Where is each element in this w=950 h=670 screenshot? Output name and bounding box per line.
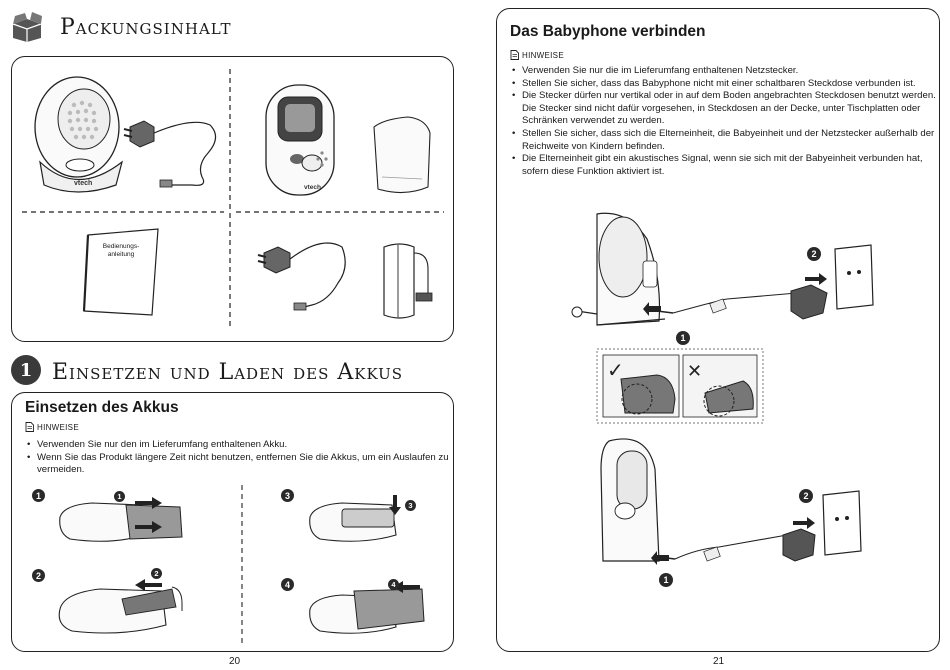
- parent-unit-side-image: [600, 438, 788, 565]
- callout-1: 1: [114, 491, 125, 502]
- note-item: Stellen Sie sicher, dass sich die Eltern…: [512, 128, 940, 153]
- section-title: Einsetzen und Laden des Akkus: [52, 360, 404, 385]
- svg-text:vtech: vtech: [304, 184, 321, 191]
- section-number: 1: [19, 359, 33, 381]
- note-item: Die Stecker dürfen nur vertikal oder in …: [512, 90, 940, 128]
- baby-unit-side-image: [571, 212, 798, 326]
- note-item: Wenn Sie das Produkt längere Zeit nicht …: [27, 452, 455, 477]
- incorrect-insertion-image: ✕: [682, 354, 758, 418]
- manual-label: Bedienungs- anleitung: [102, 243, 140, 258]
- note-item: Verwenden Sie nur die im Lieferumfang en…: [512, 65, 940, 78]
- note-icon: [510, 50, 519, 60]
- step-badge-2: 2: [32, 569, 45, 582]
- notes-list-left: Verwenden Sie nur den im Lieferumfang en…: [25, 439, 455, 477]
- wall-socket-image: [790, 244, 874, 320]
- step-4-image: [309, 581, 425, 634]
- step-3-image: [309, 495, 401, 542]
- page-title-left: Packungsinhalt: [60, 15, 232, 40]
- svg-text:✕: ✕: [687, 361, 702, 382]
- step-badge-4: 4: [281, 578, 294, 591]
- callout-top-2: 2: [807, 247, 821, 261]
- callout-bottom-1: 1: [659, 573, 673, 587]
- note-item: Die Elterneinheit gibt ein akustisches S…: [512, 153, 940, 178]
- battery-steps-illustration: [58, 495, 425, 634]
- battery-pack-image: [383, 243, 433, 319]
- user-manual-image: [82, 228, 159, 316]
- notes-label-right: HINWEISE: [510, 50, 564, 60]
- power-adapter-image: [123, 120, 217, 188]
- step-2-image: [58, 579, 183, 634]
- step-1-image: [59, 497, 183, 542]
- svg-text:vtech: vtech: [74, 180, 92, 187]
- page-number-left: 20: [229, 656, 241, 667]
- step-badge-3: 3: [281, 489, 294, 502]
- step-badge-1: 1: [32, 489, 45, 502]
- left-page: Packungsinhalt vtech: [0, 0, 475, 670]
- power-adapter-image-2: [257, 242, 346, 311]
- connection-illustration: ✓ ✕: [571, 212, 874, 565]
- callout-3: 3: [405, 500, 416, 511]
- correct-insertion-image: ✓: [602, 354, 680, 418]
- wall-socket-image-2: [782, 490, 862, 562]
- note-item: Verwenden Sie nur den im Lieferumfang en…: [27, 439, 455, 452]
- battery-subheading: Einsetzen des Akkus: [25, 399, 179, 416]
- page-number-right: 21: [713, 656, 725, 667]
- package-contents-illustration: vtech vte: [22, 69, 444, 329]
- battery-insert-panel: Einsetzen des Akkus HINWEISE Verwenden S…: [11, 392, 454, 652]
- callout-4: 4: [388, 579, 399, 590]
- baby-unit-image: vtech: [34, 76, 124, 193]
- parent-unit-image: vtech: [265, 84, 335, 196]
- note-icon: [25, 422, 34, 432]
- callout-2: 2: [151, 568, 162, 579]
- package-contents-panel: vtech vte: [11, 56, 454, 342]
- page-title-right: Das Babyphone verbinden: [510, 23, 706, 40]
- note-item: Stellen Sie sicher, dass das Babyphone n…: [512, 78, 940, 91]
- belt-clip-image: [373, 116, 431, 194]
- right-page-panel: Das Babyphone verbinden HINWEISE Verwend…: [496, 8, 940, 652]
- notes-list-right: Verwenden Sie nur die im Lieferumfang en…: [510, 65, 940, 178]
- notes-label-left: HINWEISE: [25, 422, 79, 432]
- callout-bottom-2: 2: [799, 489, 813, 503]
- package-box-icon: [12, 12, 42, 42]
- section-number-badge: 1: [11, 355, 41, 385]
- svg-text:✓: ✓: [607, 358, 624, 382]
- callout-top-1: 1: [676, 331, 690, 345]
